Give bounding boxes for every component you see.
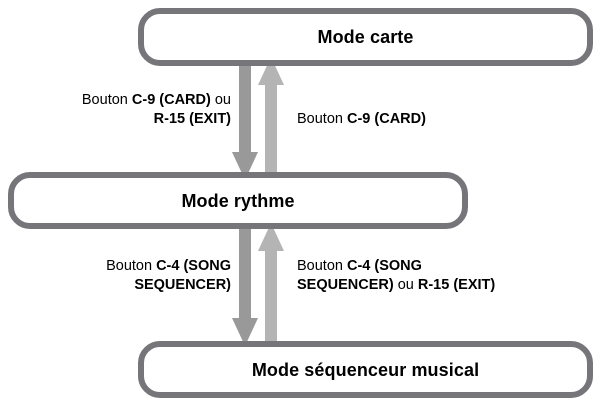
- arrow-rhythm-to-card-icon: [257, 56, 285, 182]
- edge-label-rhythm-to-card: Bouton C-9 (CARD): [297, 111, 426, 127]
- arrow-rhythm-to-sequencer-icon: [231, 222, 259, 348]
- node-mode-sequenceur-musical: Mode séquenceur musical: [138, 341, 593, 398]
- node-mode-rythme: Mode rythme: [8, 172, 468, 229]
- node-label-mode-sequenceur-musical: Mode séquenceur musical: [251, 359, 480, 380]
- node-mode-carte: Mode carte: [138, 8, 593, 66]
- node-label-mode-rythme: Mode rythme: [181, 190, 295, 211]
- arrow-card-to-rhythm-icon: [231, 56, 259, 182]
- node-label-mode-carte: Mode carte: [317, 27, 414, 47]
- arrow-sequencer-to-rhythm-icon: [257, 222, 285, 348]
